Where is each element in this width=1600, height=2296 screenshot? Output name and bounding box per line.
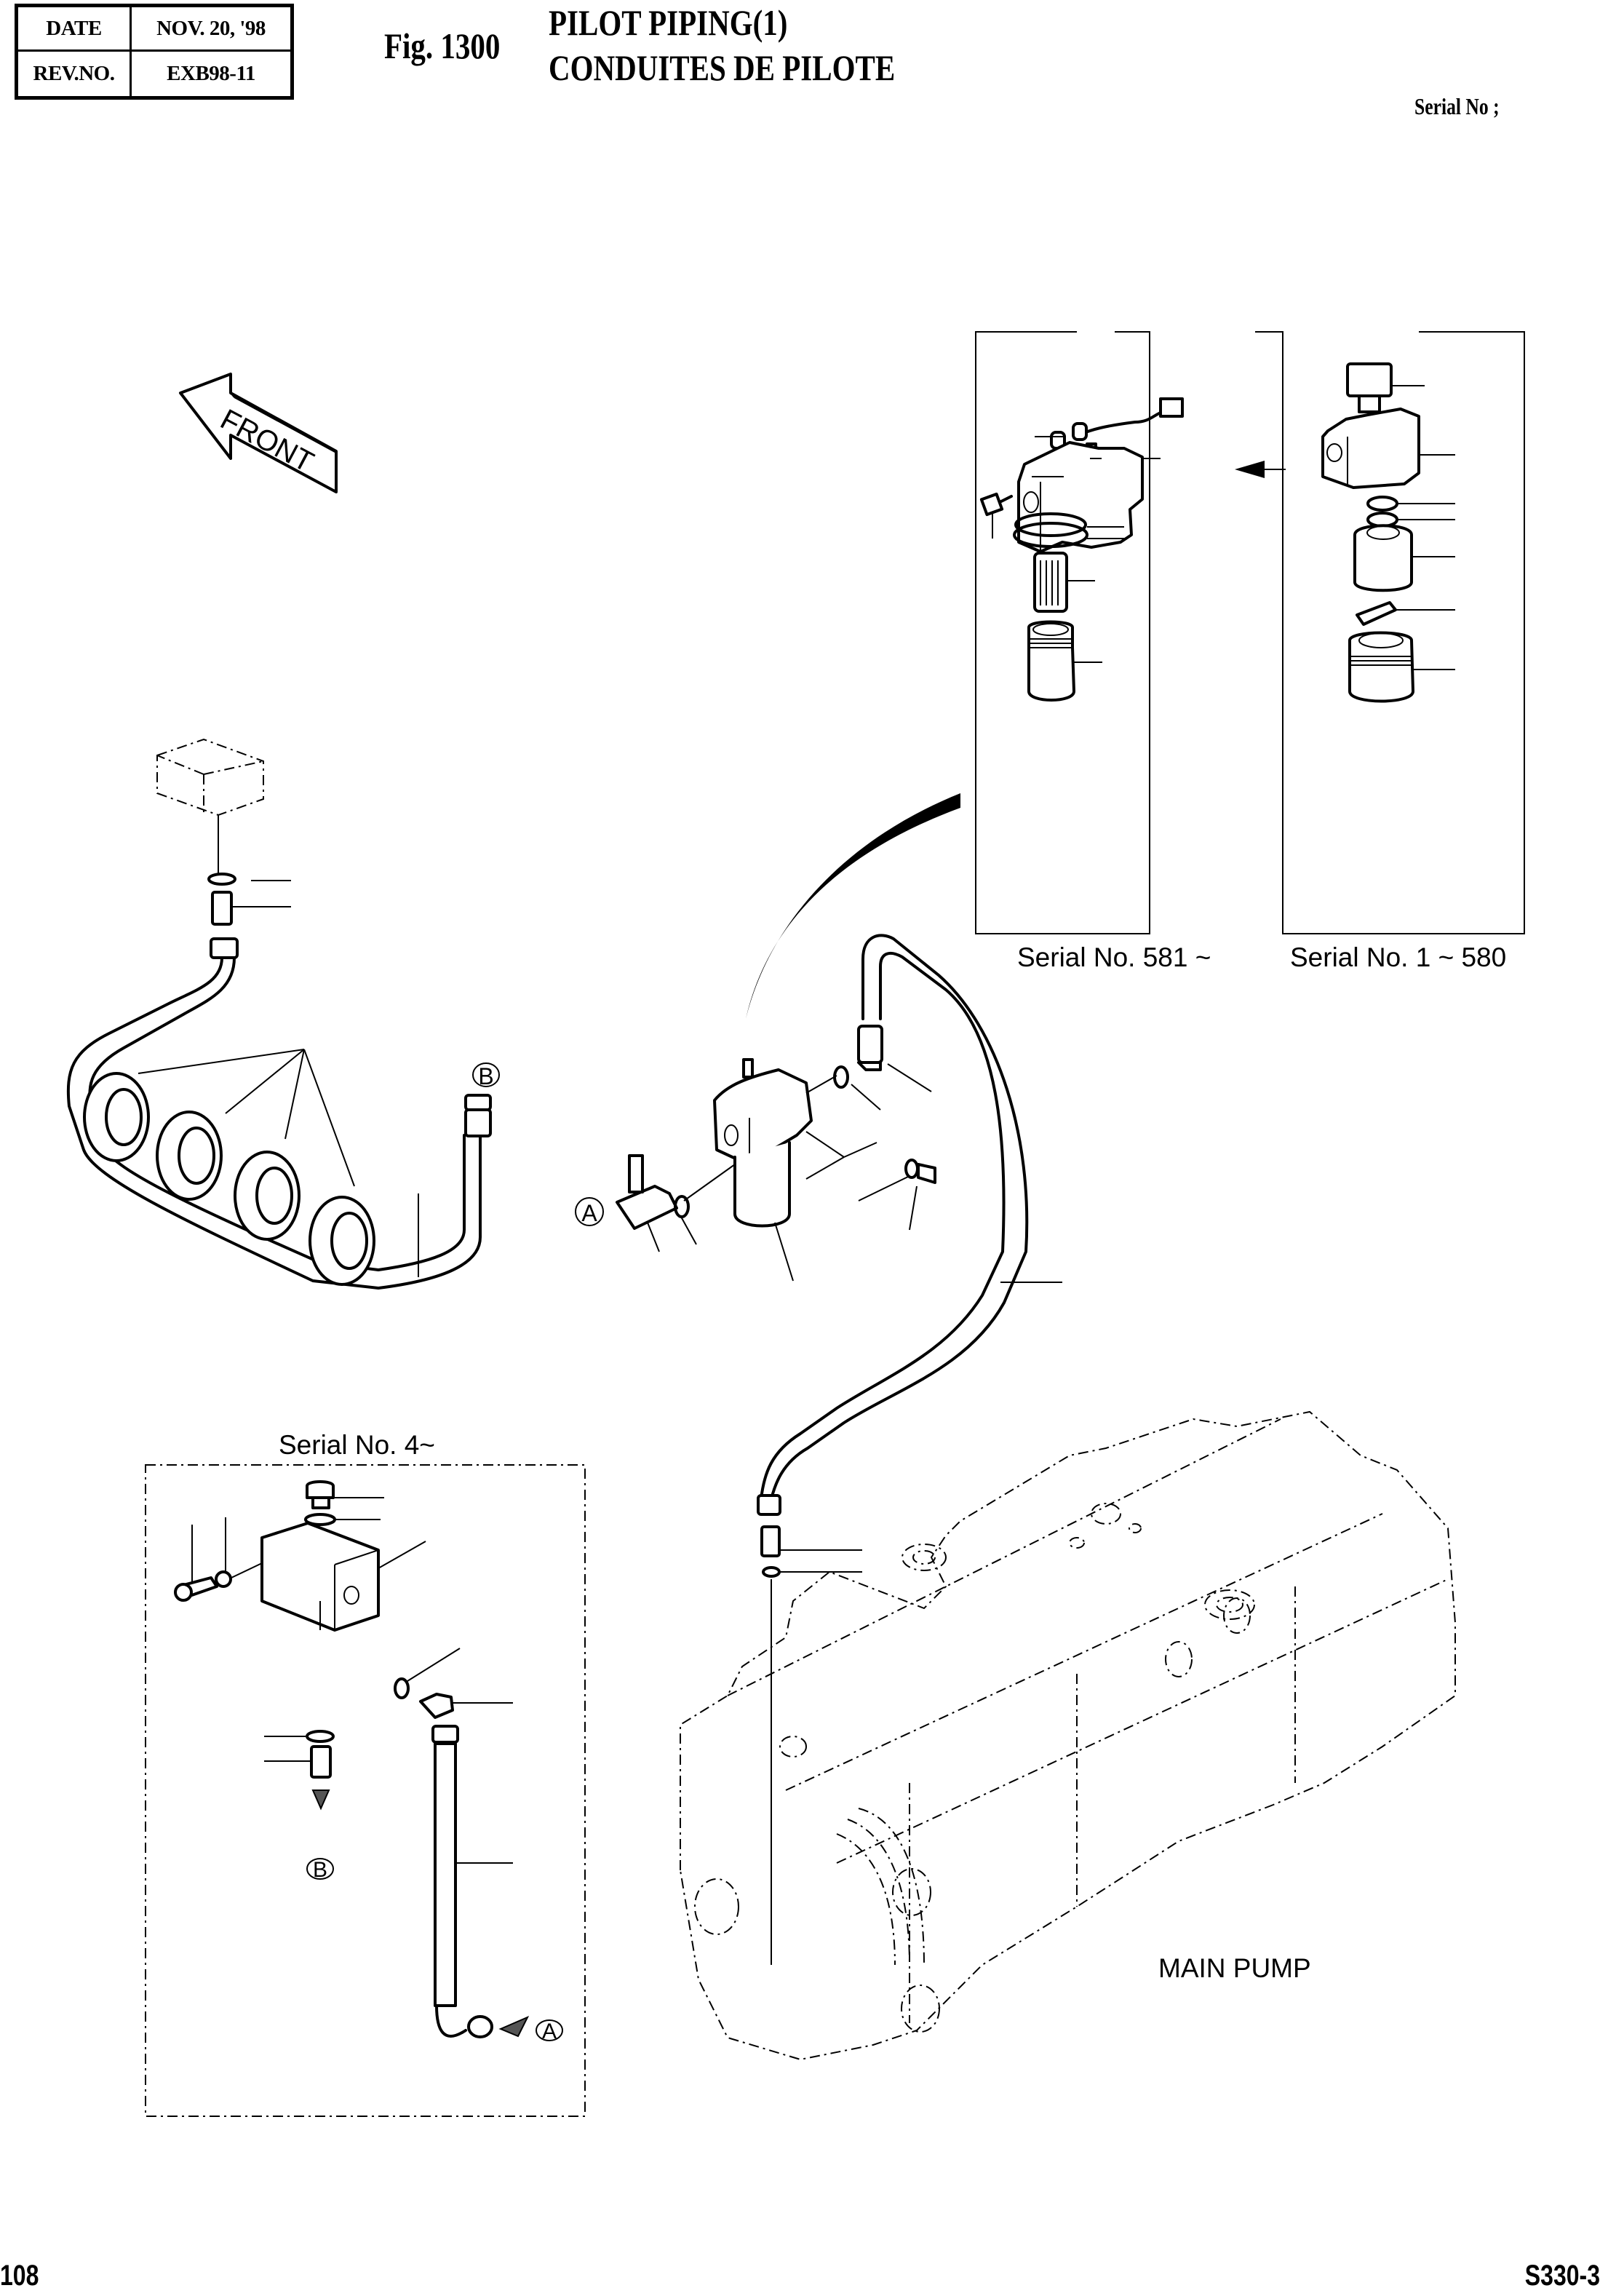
callout-b-marker-inset: B bbox=[306, 1858, 334, 1882]
main-pump-label: MAIN PUMP bbox=[1158, 1953, 1311, 1983]
revision-label: REV.NO. bbox=[18, 52, 132, 96]
revision-value: EXB98-11 bbox=[167, 62, 255, 85]
inset-block-serial-4 bbox=[145, 1464, 586, 2117]
detail-indicator-curve bbox=[746, 793, 960, 1019]
callout-a-marker: A bbox=[575, 1197, 604, 1226]
svg-text:B: B bbox=[313, 1858, 327, 1882]
page-number: 108 bbox=[0, 2260, 39, 2292]
inset-filter-serial-581 bbox=[975, 331, 1184, 934]
replacement-arrow bbox=[1235, 461, 1286, 478]
pipe-assembly-left bbox=[66, 738, 492, 1290]
svg-text:B: B bbox=[478, 1063, 493, 1089]
svg-text:A: A bbox=[542, 2019, 557, 2043]
main-pump-outline bbox=[680, 1410, 1456, 2061]
date-label: DATE bbox=[18, 7, 132, 52]
date-value: NOV. 20, '98 bbox=[132, 7, 290, 52]
page-subtitle: CONDUITES DE PILOTE bbox=[549, 47, 896, 88]
page-title: PILOT PIPING(1) bbox=[549, 2, 788, 43]
inset-caption-serial-1-580: Serial No. 1 ~ 580 bbox=[1290, 942, 1506, 972]
svg-text:A: A bbox=[581, 1200, 597, 1226]
inset-caption-serial-4: Serial No. 4~ bbox=[279, 1430, 435, 1460]
line-filter-assembly bbox=[616, 1025, 936, 1282]
revision-table: DATE NOV. 20, '98 REV.NO. EXB98-11 bbox=[15, 4, 294, 100]
model-number: S330-3 bbox=[1524, 2260, 1600, 2292]
front-direction-arrow: FRONT bbox=[179, 373, 338, 493]
figure-number: Fig. 1300 bbox=[384, 25, 501, 66]
callout-b-marker: B bbox=[472, 1062, 500, 1089]
inset-caption-serial-581: Serial No. 581 ~ bbox=[1017, 942, 1211, 972]
callout-a-marker-inset: A bbox=[536, 2019, 563, 2043]
inset-filter-serial-1-580 bbox=[1255, 331, 1525, 934]
pilot-hose bbox=[757, 934, 1062, 1965]
serial-number-label: Serial No ; bbox=[1414, 93, 1500, 119]
